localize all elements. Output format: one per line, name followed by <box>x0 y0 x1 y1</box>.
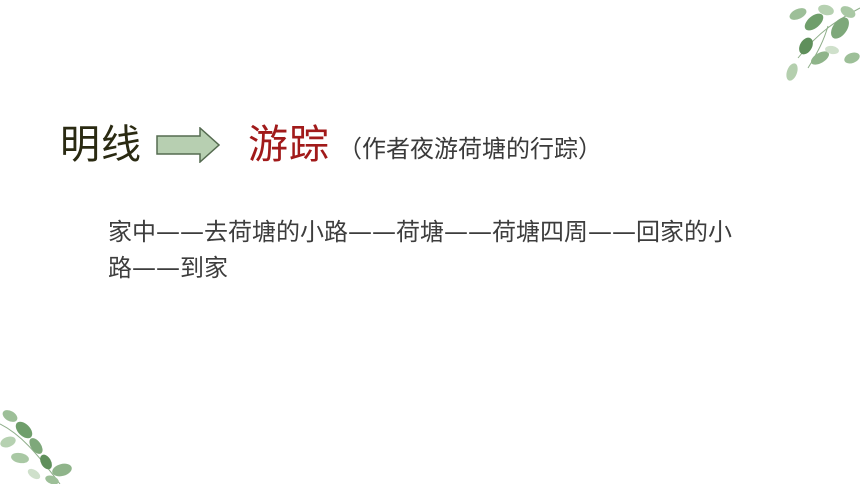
route-text: 家中——去荷塘的小路——荷塘——荷塘四周——回家的小路——到家 <box>108 218 732 282</box>
clue-note: （作者夜游荷塘的行踪） <box>338 135 602 163</box>
leaves-decoration-icon <box>0 410 72 484</box>
clue-value: 游踪 <box>248 122 330 168</box>
clue-label: 明线 <box>60 122 142 168</box>
leaves-decoration-icon <box>786 4 860 81</box>
heading-row: 明线 游踪 （作者夜游荷塘的行踪） <box>60 115 602 175</box>
right-arrow-icon <box>156 127 220 163</box>
